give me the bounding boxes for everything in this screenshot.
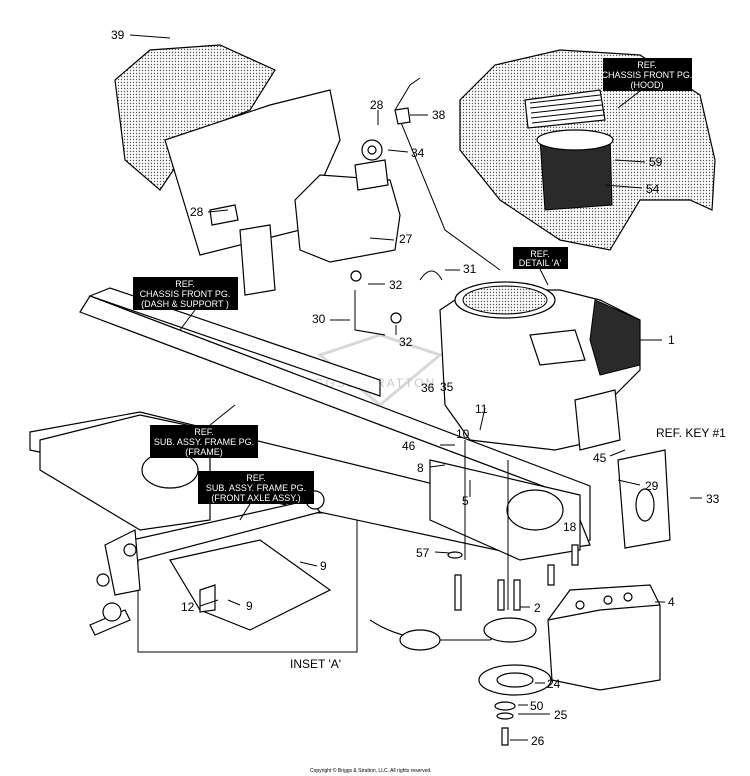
hood-grille: [529, 94, 605, 124]
ref-pointers: [179, 90, 641, 521]
callout-2: 2: [534, 601, 541, 615]
callout-32-upper: 32: [389, 278, 403, 292]
callout-8: 8: [417, 461, 424, 475]
ref-box-detail-a: REF. DETAIL 'A': [513, 247, 568, 269]
callout-50: 50: [530, 699, 544, 713]
ref-box-hood: REF. CHASSIS FRONT PG. (HOOD): [602, 58, 693, 91]
mounting-bolts: [447, 440, 579, 611]
callout-34: 34: [411, 146, 425, 160]
callout-25: 25: [554, 708, 568, 722]
callout-26: 26: [531, 734, 545, 748]
callout-numbers: 39 28 38 34 28 27 31 32 30 32 59 54 1 36…: [111, 28, 726, 748]
hood: [459, 49, 716, 251]
ref-frame-line3: (FRAME): [185, 447, 223, 457]
callout-39: 39: [111, 28, 125, 42]
throttle-lever: [394, 77, 501, 271]
callout-1: 1: [668, 333, 675, 347]
callout-46: 46: [402, 439, 416, 453]
ref-box-dash: REF. CHASSIS FRONT PG. (DASH & SUPPORT ): [133, 277, 238, 310]
callout-59: 59: [649, 155, 663, 169]
muffler-guard: [617, 449, 671, 549]
callout-36: 36: [421, 381, 435, 395]
callout-57: 57: [416, 546, 430, 560]
drive-belt: [369, 617, 552, 746]
callout-35: 35: [440, 380, 454, 394]
ref-axle-line1: REF.: [246, 473, 266, 483]
callout-18: 18: [563, 520, 577, 534]
fuel-line: [350, 270, 443, 336]
callout-11: 11: [475, 402, 488, 416]
ref-hood-line1: REF.: [637, 60, 657, 70]
leader-lines: [129, 34, 702, 741]
ref-box-frame: REF. SUB. ASSY. FRAME PG. (FRAME): [150, 425, 258, 458]
callout-54: 54: [646, 182, 660, 196]
ref-hood-line2: CHASSIS FRONT PG.: [602, 70, 693, 80]
inset-bracket: [169, 539, 332, 631]
callout-30: 30: [312, 312, 326, 326]
callout-9-upper: 9: [320, 559, 327, 573]
callout-31: 31: [463, 262, 477, 276]
callout-28-left: 28: [190, 205, 204, 219]
callout-5: 5: [462, 494, 469, 508]
callout-9-lower: 9: [246, 599, 253, 613]
callout-28-top: 28: [370, 98, 384, 112]
ref-frame-line1: REF.: [194, 427, 214, 437]
ref-detail-line2: DETAIL 'A': [519, 258, 562, 268]
ref-key-label: REF. KEY #1: [656, 426, 726, 440]
callout-45: 45: [593, 451, 607, 465]
ref-axle-line2: SUB. ASSY. FRAME PG.: [206, 483, 306, 493]
copyright-notice: Copyright © Briggs & Stratton, LLC. All …: [310, 767, 432, 774]
fuel-tank: [294, 139, 401, 263]
engine: [439, 281, 641, 451]
ref-dash-line3: (DASH & SUPPORT ): [141, 299, 229, 309]
ref-axle-line3: (FRONT AXLE ASSY.): [211, 493, 300, 503]
callout-33: 33: [706, 492, 720, 506]
ref-dash-line2: CHASSIS FRONT PG.: [140, 289, 231, 299]
ref-box-front-axle: REF. SUB. ASSY. FRAME PG. (FRONT AXLE AS…: [198, 471, 314, 504]
callout-32-lower: 32: [399, 335, 413, 349]
muffler: [547, 584, 661, 691]
ref-hood-line3: (HOOD): [631, 80, 664, 90]
ref-detail-line1: REF.: [530, 249, 550, 259]
dash-support: [114, 44, 341, 296]
callout-29: 29: [645, 479, 659, 493]
ref-frame-line2: SUB. ASSY. FRAME PG.: [154, 437, 254, 447]
ref-dash-line1: REF.: [175, 279, 195, 289]
callout-10: 10: [456, 427, 470, 441]
callout-27: 27: [399, 232, 413, 246]
callout-4: 4: [668, 595, 675, 609]
callout-12: 12: [181, 600, 195, 614]
callout-24: 24: [547, 677, 561, 691]
callout-38: 38: [432, 108, 446, 122]
inset-a-label: INSET 'A': [290, 657, 341, 671]
